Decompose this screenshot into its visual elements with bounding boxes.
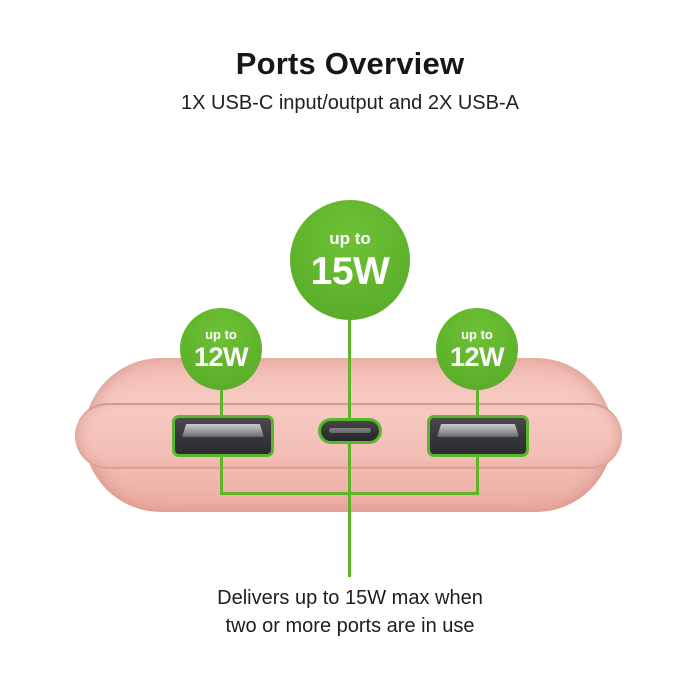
callout-badge-12w-right: up to 12W xyxy=(436,308,518,390)
up-to-label: up to xyxy=(461,326,493,342)
callout-line-right-bottom xyxy=(476,455,479,494)
wattage-value: 12W xyxy=(449,341,505,372)
footnote-line-2: two or more ports are in use xyxy=(225,615,475,637)
wattage-value: 15W xyxy=(310,249,390,293)
footnote: Delivers up to 15W max when two or more … xyxy=(0,584,700,640)
callout-line-center xyxy=(348,318,351,577)
footnote-line-1: Delivers up to 15W max when xyxy=(217,587,483,609)
callout-line-right-top xyxy=(476,386,479,416)
callout-badge-12w-left: up to 12W xyxy=(180,308,262,390)
usb-a-connector-tab xyxy=(437,424,519,437)
usb-c-slot xyxy=(329,428,371,433)
usb-a-port-left xyxy=(172,415,274,457)
callout-line-left-top xyxy=(220,386,223,416)
page-subtitle: 1X USB-C input/output and 2X USB-A xyxy=(181,92,519,114)
callout-line-horizontal xyxy=(220,492,479,495)
usb-c-port xyxy=(318,418,382,444)
usb-a-port-right xyxy=(427,415,529,457)
up-to-label: up to xyxy=(329,228,371,248)
callout-line-left-bottom xyxy=(220,455,223,494)
up-to-label: up to xyxy=(205,326,237,342)
page-title: Ports Overview xyxy=(235,46,465,81)
callout-badge-15w: up to 15W xyxy=(290,200,410,320)
wattage-value: 12W xyxy=(193,341,249,372)
usb-a-connector-tab xyxy=(182,424,264,437)
